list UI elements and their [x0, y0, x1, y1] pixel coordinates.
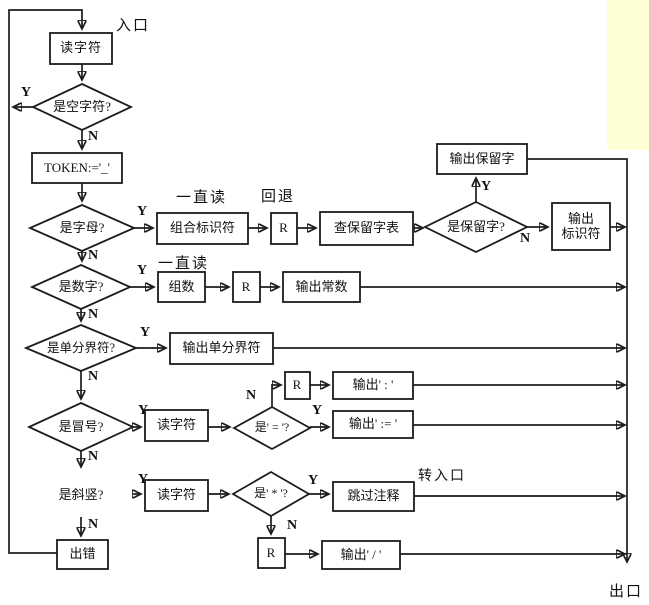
output-constant-label: 输出常数 [295, 278, 348, 294]
is-letter-no-label: N [88, 248, 99, 263]
output-colon-box [332, 371, 414, 400]
is-colon-diamond [26, 402, 136, 452]
highlight-block [607, 0, 649, 150]
keep-reading-letters-label: 一直读 [176, 190, 228, 206]
token-set-box [31, 152, 123, 184]
exit-label: 出口 [609, 584, 644, 600]
check-reserved-table-box [319, 211, 414, 246]
is-star-no-label: N [287, 518, 298, 533]
read-char-2-label: 读字符 [156, 417, 196, 433]
skip-comment-label: 跳过注释 [347, 488, 400, 504]
is-star-yes-label: Y [308, 473, 319, 488]
is-blank-diamond [30, 83, 134, 131]
retreat-r3-box [284, 371, 311, 400]
read-char-1-label: 读字符 [59, 40, 102, 56]
retreat-r1-label: R [279, 220, 289, 236]
connector-isequal-no-to-r3 [271, 385, 281, 407]
output-constant-box [282, 271, 361, 303]
is-equal-no-label: N [246, 388, 257, 403]
group-number-box [157, 271, 206, 303]
connector-right-spine-exit [527, 158, 627, 562]
goto-entry-label: 转入口 [418, 469, 466, 484]
is-single-delimiter-diamond [23, 324, 139, 372]
retreat-r3-label: R [292, 377, 303, 393]
backtrack-label: 回退 [261, 189, 296, 205]
is-reserved-label: 是保留字? [447, 218, 505, 234]
retreat-r1-box [270, 212, 298, 245]
is-slash-label: 是斜竖? [58, 486, 104, 502]
output-single-delimiter-label: 输出单分界符 [182, 340, 261, 356]
combine-identifier-label: 组合标识符 [169, 220, 235, 236]
is-equal-label: 是' = '? [254, 420, 290, 435]
connector-error-loop-to-entry [8, 9, 82, 554]
output-slash-label: 输出' / ' [340, 546, 382, 562]
read-char-1-box [49, 32, 113, 65]
output-assign-label: 输出' := ' [348, 416, 398, 432]
combine-identifier-box [156, 212, 249, 245]
is-slash-yes-label: Y [138, 472, 149, 487]
retreat-r4-label: R [266, 544, 277, 560]
read-char-3-label: 读字符 [156, 487, 196, 503]
is-reserved-diamond [422, 200, 530, 254]
output-identifier-box [551, 202, 611, 251]
output-reserved-word-box [436, 143, 528, 175]
is-star-diamond [231, 470, 311, 518]
is-reserved-yes-label: Y [481, 179, 492, 194]
is-single-delimiter-yes-label: Y [140, 325, 151, 340]
is-digit-no-label: N [88, 307, 99, 322]
read-char-2-box [144, 409, 209, 442]
retreat-r4-box [257, 537, 286, 569]
is-digit-diamond [29, 264, 133, 310]
entry-label: 入口 [116, 18, 151, 34]
is-digit-yes-label: Y [137, 263, 148, 278]
read-char-3-box [144, 479, 209, 512]
is-single-delimiter-label: 是单分界符? [46, 340, 116, 355]
is-equal-diamond [232, 405, 312, 451]
output-colon-label: 输出' : ' [352, 377, 394, 393]
is-letter-yes-label: Y [137, 204, 148, 219]
check-reserved-table-label: 查保留字表 [333, 220, 399, 236]
is-letter-label: 是字母? [59, 219, 105, 235]
is-blank-no-label: N [88, 129, 99, 144]
output-identifier-label: 输出 标识符 [561, 210, 601, 241]
retreat-r2-box [232, 271, 261, 303]
group-number-label: 组数 [168, 278, 195, 294]
output-single-delimiter-box [169, 332, 274, 365]
is-reserved-no-label: N [520, 231, 531, 246]
error-label: 出错 [69, 546, 96, 562]
is-colon-yes-label: Y [138, 403, 149, 418]
connectors [8, 9, 627, 562]
process-boxes [31, 32, 611, 570]
error-box [56, 539, 109, 570]
is-letter-diamond [27, 204, 137, 252]
output-assign-box [332, 410, 414, 439]
is-star-label: 是' * '? [254, 486, 288, 501]
is-single-delimiter-no-label: N [88, 369, 99, 384]
retreat-r2-label: R [241, 278, 252, 294]
skip-comment-box [332, 481, 415, 512]
output-reserved-word-label: 输出保留字 [449, 150, 515, 166]
decision-diamonds [23, 83, 530, 518]
token-set-label: TOKEN:='_' [44, 159, 110, 175]
keep-reading-digits-label: 一直读 [158, 256, 210, 272]
is-digit-label: 是数字? [58, 278, 104, 294]
output-slash-box [321, 540, 401, 570]
is-slash-no-label: N [88, 517, 99, 532]
is-colon-label: 是冒号? [58, 418, 104, 434]
is-blank-yes-label: Y [21, 85, 32, 100]
is-blank-label: 是空字符? [53, 98, 111, 114]
is-colon-no-label: N [88, 449, 99, 464]
is-equal-yes-label: Y [312, 403, 323, 418]
